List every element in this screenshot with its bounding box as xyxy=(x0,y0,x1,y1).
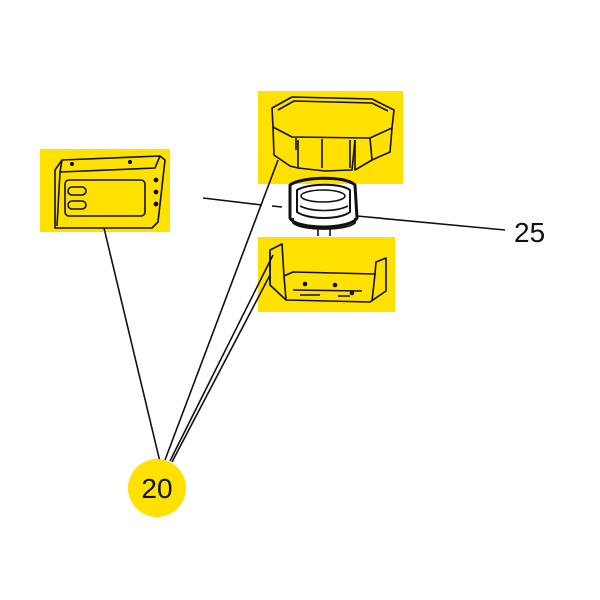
callout-25-label: 25 xyxy=(514,217,545,248)
callout-20-circle xyxy=(128,459,186,517)
leader-line-25 xyxy=(356,215,506,231)
axis-line-left xyxy=(202,197,263,206)
leader-lines xyxy=(103,159,506,463)
callout-20-label: 20 xyxy=(141,473,172,504)
leader-line-20-bracket-a xyxy=(169,254,274,462)
leader-line-20-cover xyxy=(103,227,161,463)
leader-line-20-cap xyxy=(164,159,279,461)
leader-line-20-bracket-b xyxy=(171,274,271,463)
tray-bracket-part xyxy=(269,243,387,303)
cover-plate-part xyxy=(54,155,166,229)
lens-cylinder-part xyxy=(288,176,359,236)
axis-line-dash xyxy=(271,205,283,208)
octagonal-cap-part xyxy=(271,96,395,172)
